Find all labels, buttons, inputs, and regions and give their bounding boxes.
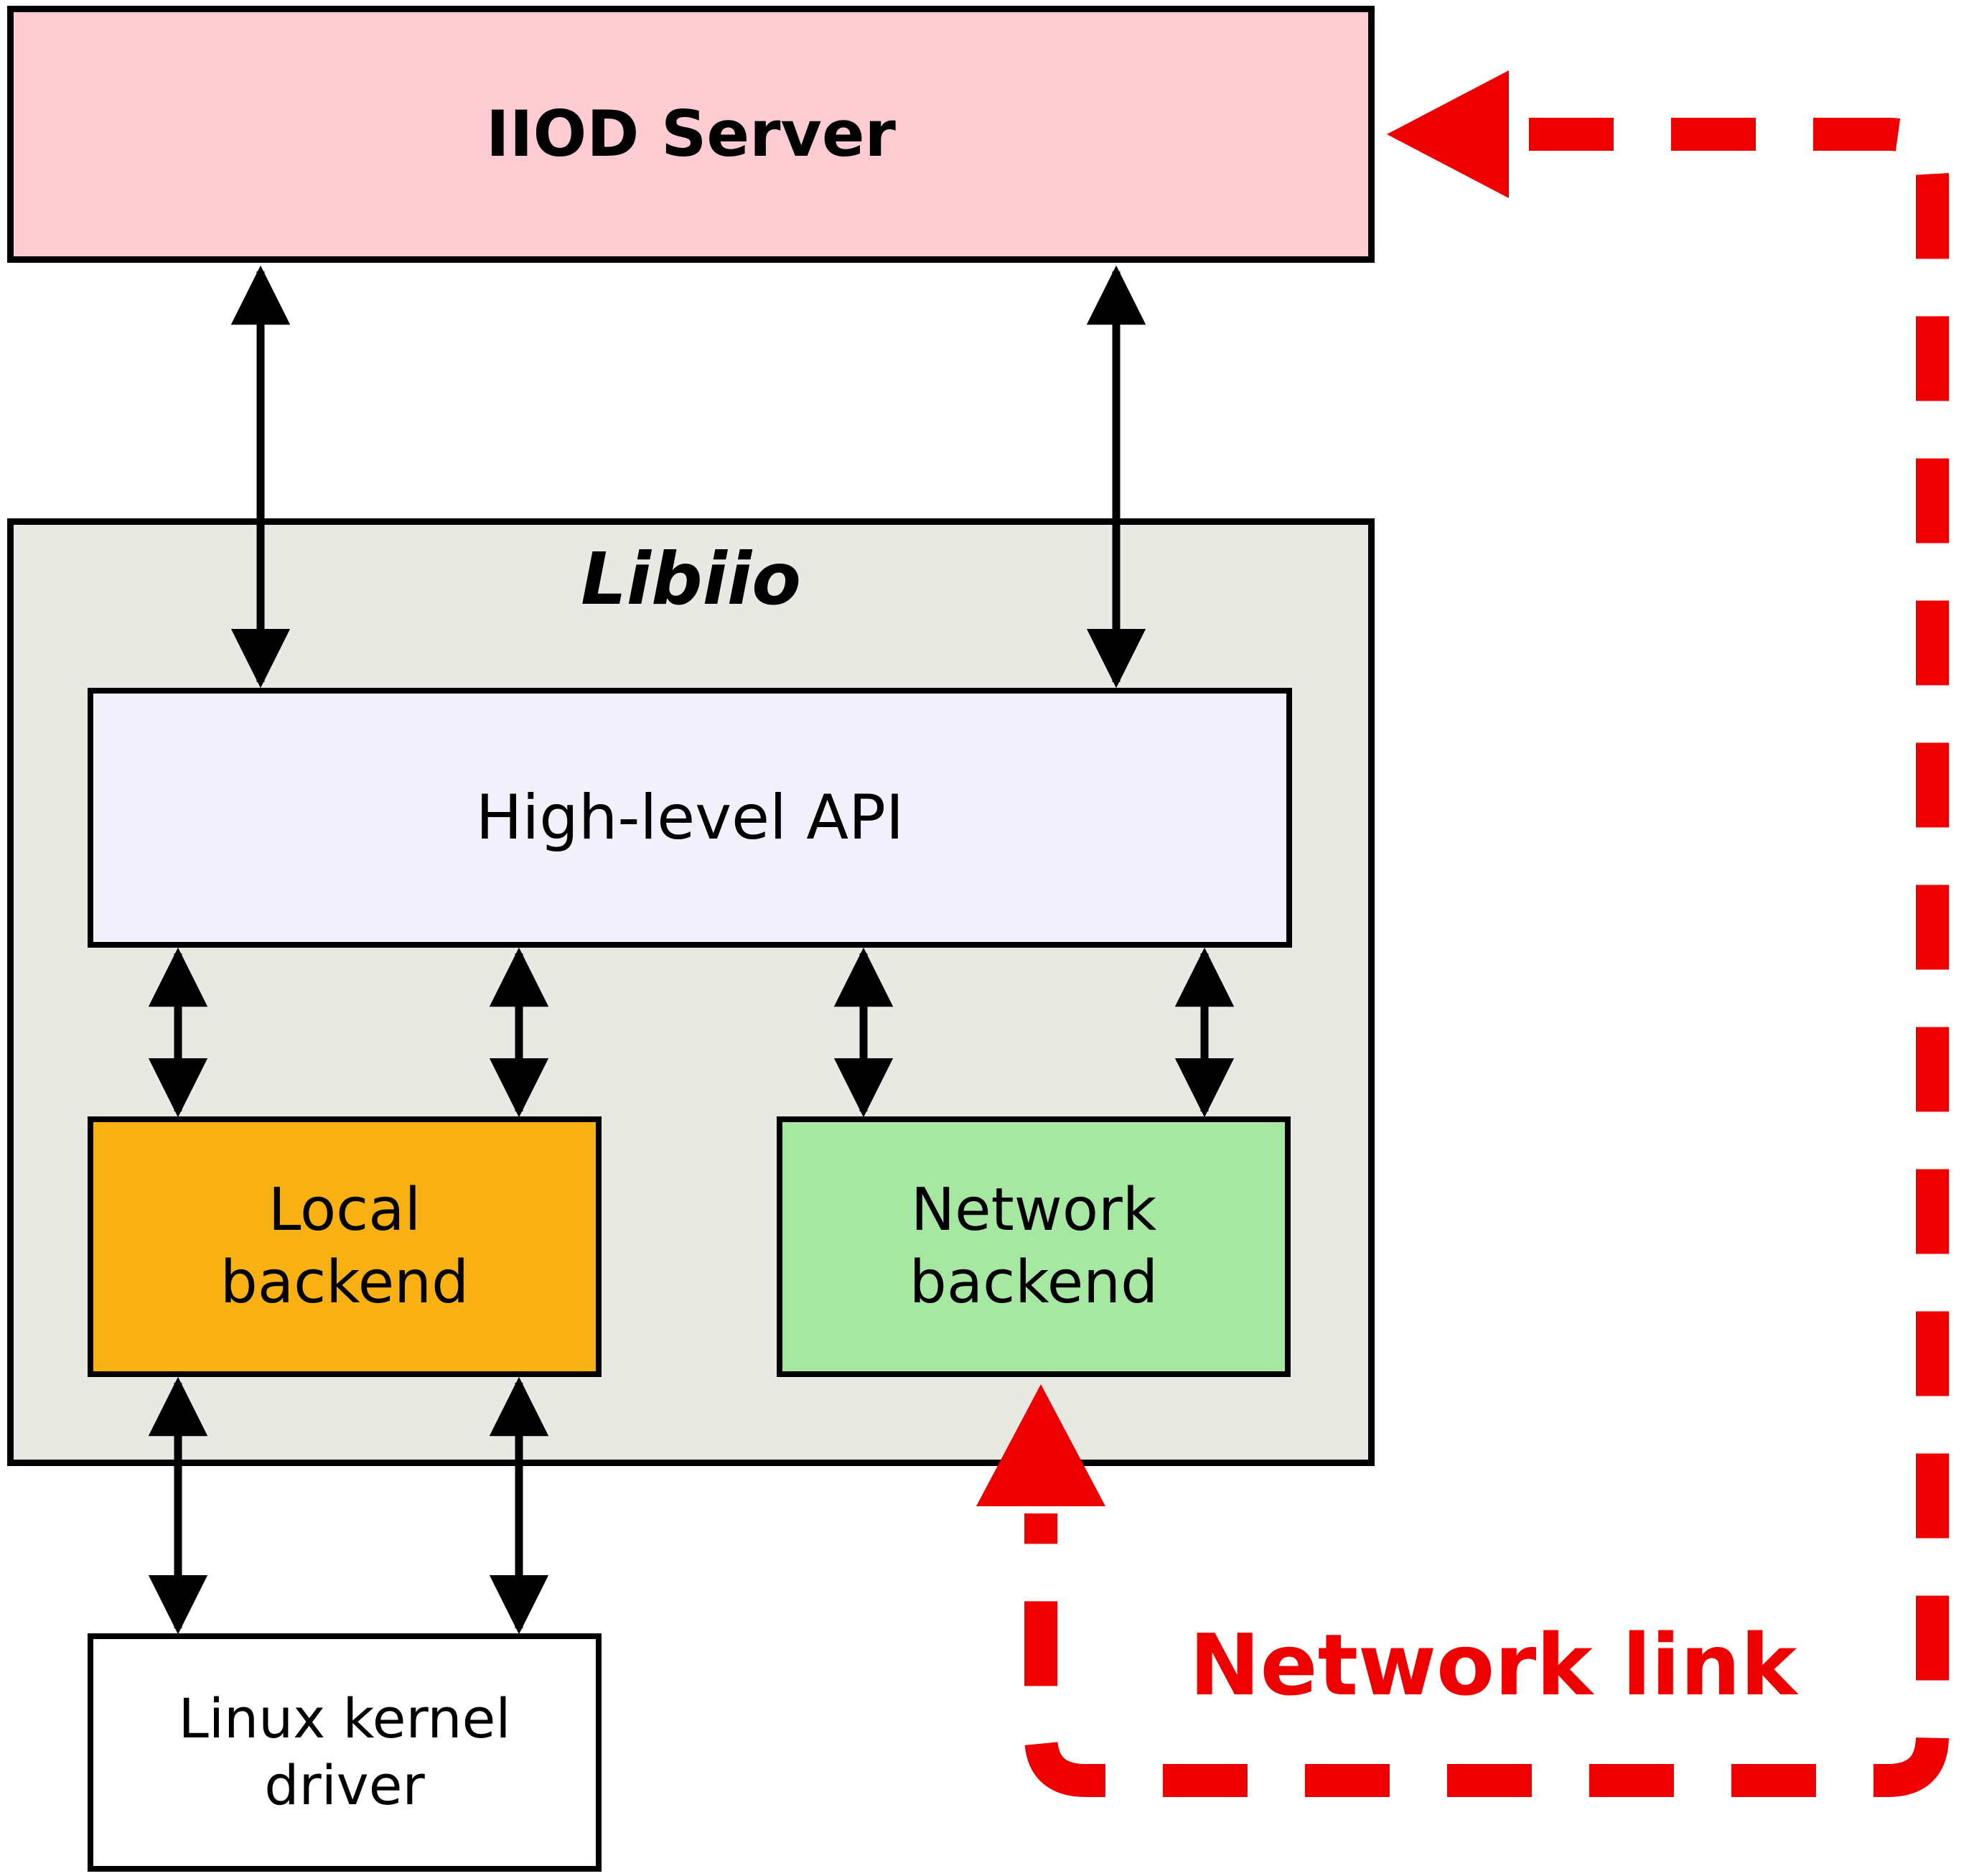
node-label-local-backend: Local backend: [220, 1176, 469, 1317]
node-linux-kernel-driver: Linux kernel driver: [88, 1633, 602, 1872]
node-label-high-level-api: High-level API: [475, 781, 904, 854]
libiio-title: Libiio: [581, 537, 801, 621]
node-local-backend: Local backend: [88, 1116, 602, 1377]
node-label-linux-kernel-driver: Linux kernel driver: [178, 1686, 511, 1817]
node-iiod-server: IIOD Server: [7, 6, 1375, 263]
node-high-level-api: High-level API: [88, 688, 1292, 948]
node-label-network-backend: Network backend: [909, 1176, 1159, 1317]
node-label-iiod-server: IIOD Server: [486, 97, 896, 172]
node-network-backend: Network backend: [777, 1116, 1291, 1377]
network-link-arrowhead-to-iiod: [1387, 70, 1509, 198]
network-link-label: Network link: [1189, 1615, 1797, 1714]
